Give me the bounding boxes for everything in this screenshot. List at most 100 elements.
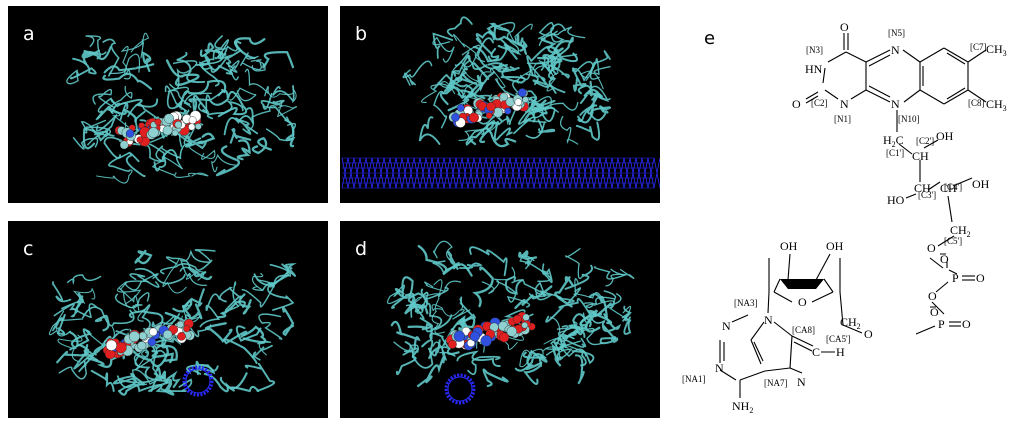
protein-ribbon [74, 292, 84, 311]
panel-label-a: a [23, 23, 35, 45]
atom-n-a1: N [715, 361, 724, 375]
atom-oh-4p: OH [972, 177, 990, 191]
protein-ribbon [58, 360, 88, 380]
protein-ribbon [546, 60, 559, 92]
ligand-atom [512, 314, 522, 324]
panel-label-d: d [355, 238, 368, 260]
protein-ribbon [417, 244, 460, 276]
protein-ribbon [601, 313, 622, 340]
ligand-atom [195, 123, 202, 130]
protein-ribbon [545, 348, 573, 362]
atom-oh-2p: OH [936, 129, 954, 143]
protein-ribbon [83, 46, 112, 61]
protein-ribbon [247, 104, 276, 132]
protein-ribbon [495, 21, 520, 55]
protein-ribbon [472, 266, 494, 308]
protein-ribbon [407, 288, 429, 305]
protein-ribbon [459, 262, 483, 271]
protein-ribbon [112, 375, 137, 385]
protein-ribbon [252, 344, 273, 361]
ligand-atom [499, 92, 509, 102]
protein-ribbon [402, 60, 433, 79]
protein-ribbon [416, 355, 446, 388]
protein-ribbon [523, 99, 551, 124]
tag-n3: [N3] [806, 45, 823, 55]
protein-ribbon [498, 108, 517, 126]
protein-ribbon [93, 335, 112, 356]
protein-ribbon [454, 51, 488, 71]
ligand-atom [469, 331, 480, 342]
ligand-atom [522, 313, 530, 321]
protein-ribbon [267, 88, 297, 103]
atom-o-minus-1: O [940, 252, 949, 266]
protein-ribbon [148, 378, 175, 396]
ligand-atom [188, 116, 197, 125]
ligand-atom [177, 332, 186, 341]
protein-ribbon [393, 341, 419, 353]
ligand-atom [154, 118, 162, 126]
protein-ribbon [57, 334, 83, 363]
protein-ribbon [437, 77, 476, 98]
protein-ribbon [550, 336, 567, 352]
protein-render-b [341, 16, 660, 189]
protein-ribbon [184, 314, 212, 338]
protein-ribbon [621, 305, 632, 322]
protein-ribbon [166, 90, 183, 110]
tag-na3: [NA3] [734, 298, 758, 308]
protein-ribbon [118, 383, 168, 393]
atom-ch2-5p: CH2 [950, 223, 971, 239]
protein-ribbon [153, 149, 178, 172]
ligand-atom [188, 123, 196, 131]
protein-ribbon [405, 291, 429, 314]
atom-o-left: O [792, 97, 801, 111]
protein-ribbon [561, 330, 579, 343]
protein-ribbon [482, 368, 509, 388]
protein-ribbon [244, 362, 276, 392]
protein-ribbon [229, 87, 257, 102]
protein-ribbon [267, 282, 295, 311]
protein-ribbon [467, 355, 501, 376]
protein-ribbon [432, 240, 453, 261]
protein-ribbon [108, 39, 144, 74]
panel-a: a [8, 6, 328, 203]
protein-ribbon [244, 68, 269, 97]
atom-ch-2p: CH [912, 149, 929, 163]
protein-ribbon [253, 263, 297, 286]
protein-ribbon [540, 37, 573, 55]
atom-o-top: O [840, 20, 849, 34]
tag-n10: [N10] [898, 114, 920, 124]
protein-ribbon [404, 72, 416, 86]
atom-ch3-top: CH3 [986, 42, 1007, 58]
protein-ribbon [590, 58, 611, 80]
protein-ribbon [234, 37, 266, 60]
protein-ribbon [431, 297, 445, 334]
atom-n-a3: N [722, 319, 731, 333]
protein-ribbon [575, 121, 601, 141]
protein-ribbon [260, 99, 285, 107]
protein-ribbon [190, 249, 216, 264]
nanotube-cross-section [182, 365, 214, 397]
protein-ribbon [493, 120, 513, 141]
protein-ribbon [432, 32, 454, 59]
protein-ribbon [523, 356, 543, 385]
protein-ribbon [187, 266, 213, 281]
protein-ribbon [134, 354, 169, 392]
ligand-atom [163, 113, 175, 124]
protein-ribbon [206, 100, 244, 120]
protein-ribbon [526, 54, 557, 71]
protein-ribbon [265, 122, 297, 142]
atom-o-minus-2: O [930, 305, 939, 319]
protein-ribbon [589, 105, 609, 121]
protein-ribbon [545, 298, 592, 323]
atom-oh-sugar-right: OH [826, 239, 844, 253]
tag-c7: [C7] [970, 42, 987, 52]
protein-ribbon [188, 145, 216, 160]
protein-ribbon [236, 139, 251, 161]
protein-ribbon [102, 72, 153, 90]
tag-ca5p: [CA5'] [826, 334, 851, 344]
protein-ribbon [235, 325, 262, 342]
protein-ribbon [603, 290, 622, 309]
protein-ribbon [183, 92, 213, 108]
protein-ribbon [214, 40, 239, 56]
ligand-atom [504, 107, 512, 115]
